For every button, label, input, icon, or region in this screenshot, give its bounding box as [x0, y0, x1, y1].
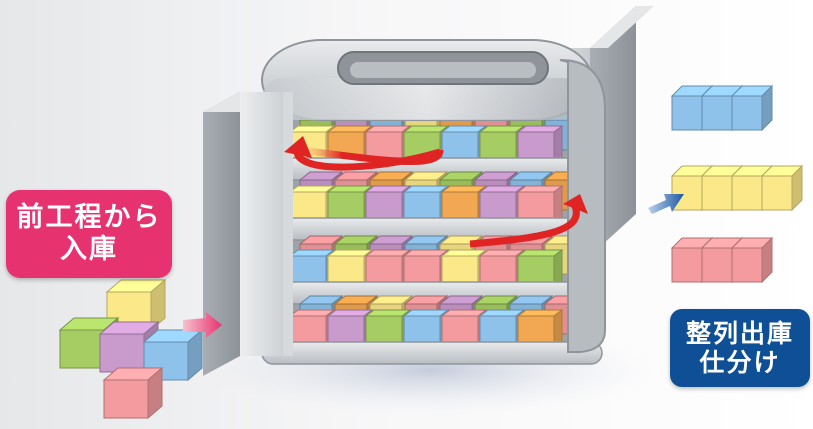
- circulation-arrow-icon: [284, 136, 444, 171]
- stored-item: [516, 249, 564, 289]
- output-label-badge: 整列出庫 仕分け: [670, 309, 810, 387]
- output-item: [760, 164, 804, 212]
- output-label-line1: 整列出庫: [685, 318, 794, 348]
- output-item: [730, 84, 774, 132]
- output-label-line2: 仕分け: [699, 348, 781, 377]
- input-label-badge: 前工程から 入庫: [6, 190, 172, 278]
- input-items: [58, 278, 204, 420]
- rack-tier: [261, 170, 603, 241]
- stored-item: [516, 309, 564, 349]
- output-arrow-icon: [648, 194, 684, 214]
- shelf-tray: [261, 341, 603, 365]
- circulation-arrow-icon: [469, 194, 588, 248]
- left-pillar: [203, 92, 294, 376]
- stored-item: [288, 309, 336, 349]
- input-label-line2: 入庫: [60, 234, 118, 265]
- output-items: [670, 84, 804, 284]
- rack-tier: [261, 110, 603, 181]
- rack-top-cover: [261, 39, 593, 121]
- input-label-line1: 前工程から: [16, 202, 162, 234]
- rack-tier: [261, 234, 603, 305]
- input-item: [102, 366, 164, 420]
- input-arrow-icon: [183, 312, 222, 338]
- output-item: [730, 236, 774, 284]
- rack-tier: [261, 294, 603, 365]
- stored-item: [516, 125, 564, 165]
